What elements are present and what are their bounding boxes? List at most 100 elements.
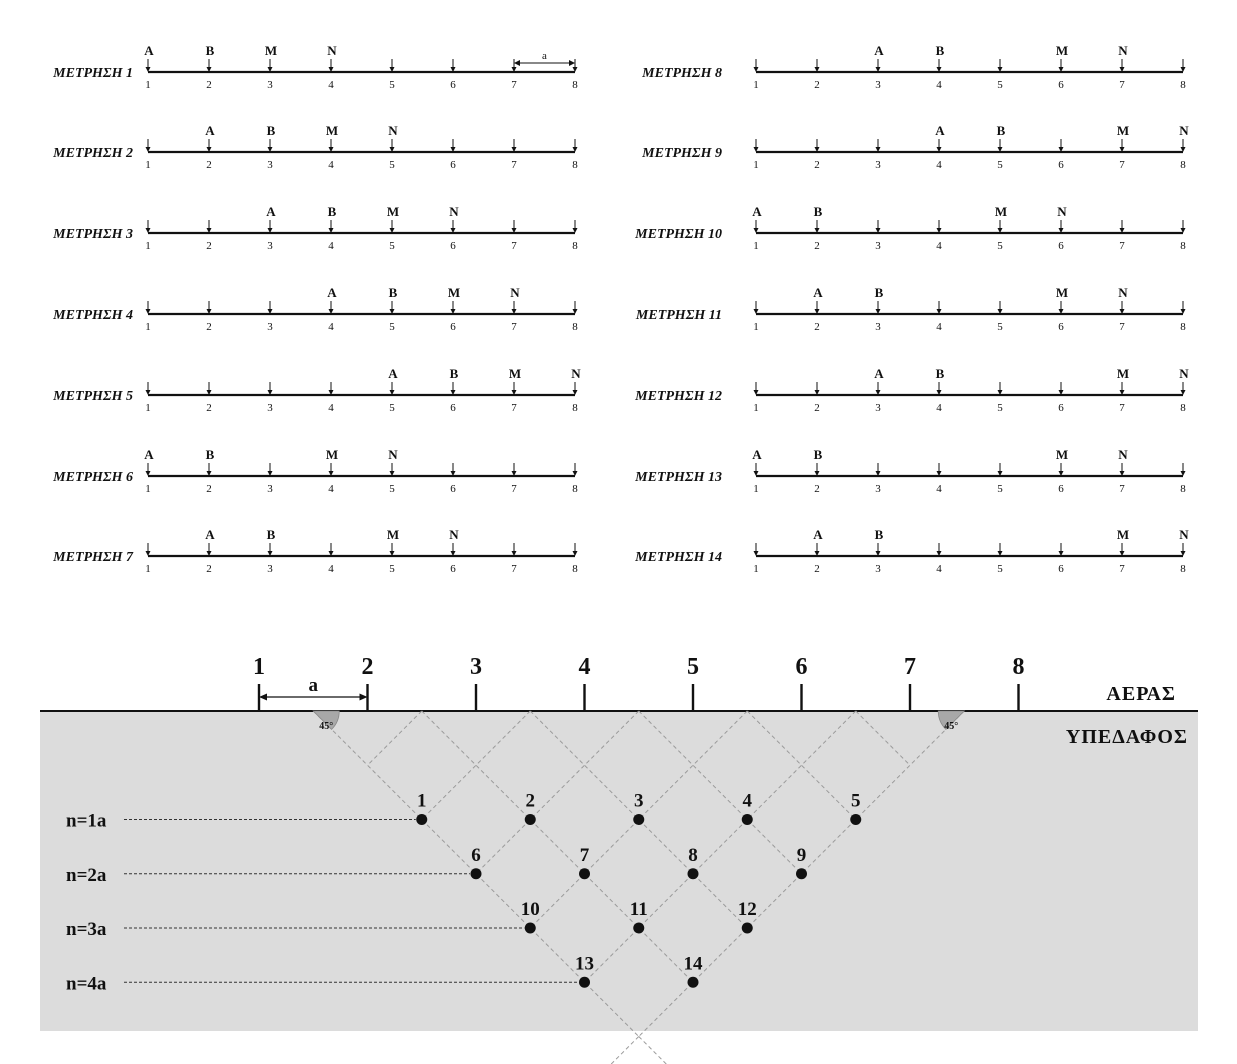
depth-levels: n=1an=2an=3an=4a <box>66 811 579 994</box>
subsurface-region <box>40 711 1198 1031</box>
electrode-b-label: B <box>875 285 884 300</box>
electrode-number: 8 <box>572 402 578 414</box>
electrode-arrowhead <box>206 309 212 314</box>
depth-level-2: n=2a <box>66 865 470 886</box>
datum-point-dot <box>741 814 753 825</box>
datum-point-dot <box>741 922 753 934</box>
electrode-arrowhead <box>997 390 1003 395</box>
electrode-n-label: N <box>1179 123 1189 138</box>
electrode-number: 2 <box>814 79 820 91</box>
electrode-number: 6 <box>450 483 456 495</box>
electrode-arrowhead <box>814 147 820 152</box>
electrode-arrowhead <box>814 390 820 395</box>
electrode-number: 7 <box>1119 321 1125 333</box>
electrode-number: 6 <box>450 563 456 575</box>
electrode-number: 5 <box>997 402 1003 414</box>
electrode-arrowhead <box>875 309 881 314</box>
electrode-arrowhead <box>936 390 942 395</box>
electrode-number: 1 <box>145 159 151 171</box>
projection-line-left <box>421 710 531 820</box>
electrode-number: 6 <box>1058 321 1064 333</box>
electrode-number: 1 <box>145 402 151 414</box>
electrode-a-label: A <box>752 204 762 219</box>
electrode-arrowhead <box>450 471 456 476</box>
electrode-number: 3 <box>875 483 881 495</box>
electrode-number: 3 <box>267 563 273 575</box>
electrode-number: 8 <box>1180 240 1186 252</box>
measurement-label: ΜΕΤΡΗΣΗ 10 <box>634 227 722 242</box>
electrode-arrowhead <box>450 390 456 395</box>
electrode-arrowhead <box>1058 309 1064 314</box>
electrode-m-label: M <box>1117 123 1129 138</box>
electrode-number: 2 <box>814 563 820 575</box>
electrode-number: 4 <box>936 159 942 171</box>
electrode-arrowhead <box>1180 471 1186 476</box>
electrode-number: 1 <box>753 240 759 252</box>
electrode-arrowhead <box>814 551 820 556</box>
electrode-number: 6 <box>1058 402 1064 414</box>
measurement-label: ΜΕΤΡΗΣΗ 7 <box>52 550 134 565</box>
electrode-arrowhead <box>1058 228 1064 233</box>
depth-level-4: n=4a <box>66 973 579 994</box>
electrode-m-label: M <box>326 123 338 138</box>
electrode-number: 7 <box>1119 240 1125 252</box>
electrode-b-label: B <box>450 366 459 381</box>
datum-point-dot <box>687 976 699 988</box>
electrode-arrowhead <box>814 309 820 314</box>
angle-label: 45° <box>944 721 958 732</box>
datum-point-8: 8 <box>687 845 699 880</box>
electrode-a-label: A <box>813 285 823 300</box>
electrode-number: 4 <box>328 240 334 252</box>
electrode-arrowhead <box>389 67 395 72</box>
datum-point-dot <box>524 814 536 825</box>
electrode-arrowhead <box>753 67 759 72</box>
electrode-arrowhead <box>875 147 881 152</box>
electrode-number: 2 <box>206 321 212 333</box>
electrode-m-label: M <box>387 527 399 542</box>
electrode-number: 8 <box>1180 402 1186 414</box>
datum-point-label: 6 <box>471 845 481 866</box>
electrode-arrowhead <box>389 471 395 476</box>
electrode-number: 6 <box>450 402 456 414</box>
electrode-arrowhead <box>997 471 1003 476</box>
electrode-number: 7 <box>511 563 517 575</box>
depth-level-label: n=3a <box>66 919 107 940</box>
electrode-m-label: M <box>995 204 1007 219</box>
electrode-number: 3 <box>267 402 273 414</box>
spacing-label: a <box>542 50 547 62</box>
electrode-arrowhead <box>814 67 820 72</box>
electrode-arrowhead <box>753 551 759 556</box>
datum-point-dot <box>579 868 590 880</box>
electrode-number: 1 <box>145 563 151 575</box>
depth-level-label: n=2a <box>66 865 107 886</box>
electrode-arrowhead <box>206 228 212 233</box>
electrode-arrowhead <box>389 228 395 233</box>
electrode-number: 2 <box>206 79 212 91</box>
electrode-number: 6 <box>1058 159 1064 171</box>
datum-point-dot <box>416 814 428 825</box>
electrode-a-label: A <box>813 527 823 542</box>
electrode-m-label: M <box>1117 366 1129 381</box>
electrode-arrowhead <box>875 67 881 72</box>
electrode-number: 8 <box>1180 483 1186 495</box>
electrode-arrowhead <box>814 228 820 233</box>
electrode-b-label: B <box>206 43 215 58</box>
electrode-arrowhead <box>267 390 273 395</box>
electrode-a-label: A <box>205 527 215 542</box>
electrode-number: 7 <box>1119 402 1125 414</box>
surface-electrode-number: 1 <box>253 654 265 680</box>
measurement-label: ΜΕΤΡΗΣΗ 14 <box>634 550 722 565</box>
datum-point-6: 6 <box>470 845 482 880</box>
electrode-number: 6 <box>450 159 456 171</box>
electrode-arrowhead <box>328 390 334 395</box>
datum-point-dot <box>633 814 645 825</box>
electrode-number: 3 <box>267 240 273 252</box>
electrode-arrowhead <box>572 390 578 395</box>
